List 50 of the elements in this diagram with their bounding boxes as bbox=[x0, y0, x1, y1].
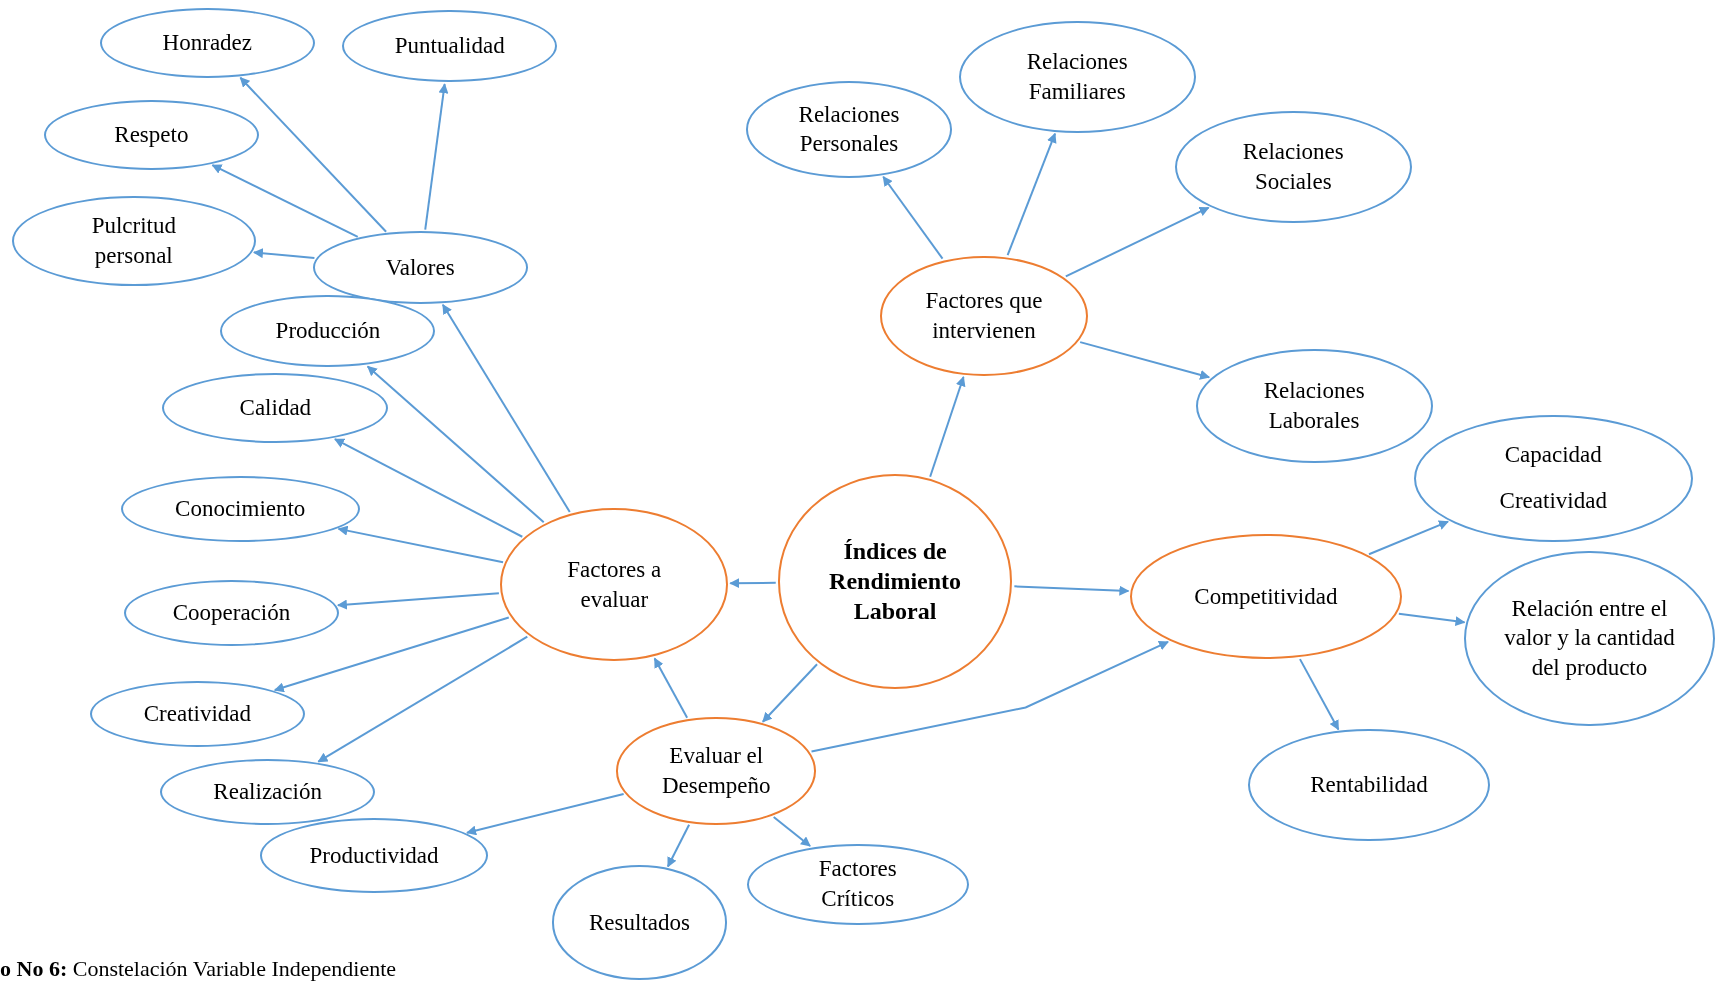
node-label: Relaciones Laborales bbox=[1262, 376, 1366, 435]
arrow bbox=[336, 592, 500, 610]
arrow bbox=[653, 657, 689, 719]
node-label: Evaluar el Desempeño bbox=[661, 742, 772, 801]
arrow bbox=[666, 823, 691, 868]
arrow bbox=[441, 303, 571, 513]
node-label: Productividad bbox=[309, 841, 439, 870]
arrow bbox=[1006, 132, 1057, 257]
arrow bbox=[239, 76, 388, 233]
arrow bbox=[761, 663, 819, 723]
arrow bbox=[882, 175, 944, 260]
arrow bbox=[1368, 520, 1449, 556]
node-label: Respeto bbox=[114, 120, 189, 149]
arrow bbox=[337, 525, 505, 564]
node-label: Producción bbox=[275, 317, 381, 346]
node-label: Calidad bbox=[239, 394, 312, 423]
node-label: Creatividad bbox=[143, 700, 252, 729]
arrow bbox=[1064, 206, 1210, 278]
node-label: Rentabilidad bbox=[1310, 771, 1428, 800]
node-label: Competitividad bbox=[1194, 582, 1338, 611]
arrow bbox=[273, 616, 510, 693]
arrow bbox=[211, 164, 359, 238]
arrow bbox=[729, 578, 777, 589]
node-label: Relación entre el valor y la cantidad del producto bbox=[1503, 594, 1676, 683]
caption: o No 6: Constelación Variable Independiente bbox=[0, 955, 397, 981]
node-label: Factores a evaluar bbox=[566, 555, 663, 614]
node-label: Factores Críticos bbox=[817, 855, 898, 914]
node-label: Cooperación bbox=[172, 599, 291, 628]
node-label: Relaciones Personales bbox=[797, 100, 901, 159]
node-label: Creatividad bbox=[1499, 487, 1607, 516]
node-label: Factores que intervienen bbox=[924, 287, 1044, 345]
node-label: Valores bbox=[385, 253, 455, 282]
arrow bbox=[366, 365, 545, 524]
node-label: Pulcritud personal bbox=[90, 212, 177, 271]
node-label: Resultados bbox=[589, 908, 690, 937]
node-label: Realización bbox=[213, 778, 322, 807]
arrow bbox=[929, 376, 966, 478]
arrow bbox=[333, 438, 524, 538]
node-label: Conocimiento bbox=[175, 495, 306, 523]
node-label: Relaciones Familiares bbox=[1025, 47, 1129, 106]
arrow bbox=[424, 83, 449, 231]
node-label: Capacidad bbox=[1504, 441, 1602, 470]
node-label: Honradez bbox=[162, 28, 252, 57]
node-label: Relaciones Sociales bbox=[1241, 137, 1345, 196]
arrow bbox=[1013, 585, 1130, 596]
arrow bbox=[1079, 341, 1211, 380]
arrow bbox=[1298, 658, 1340, 731]
node-label: Índices de Rendimiento Laboral bbox=[828, 537, 963, 627]
arrow bbox=[252, 248, 316, 259]
node-label: Puntualidad bbox=[394, 32, 505, 61]
